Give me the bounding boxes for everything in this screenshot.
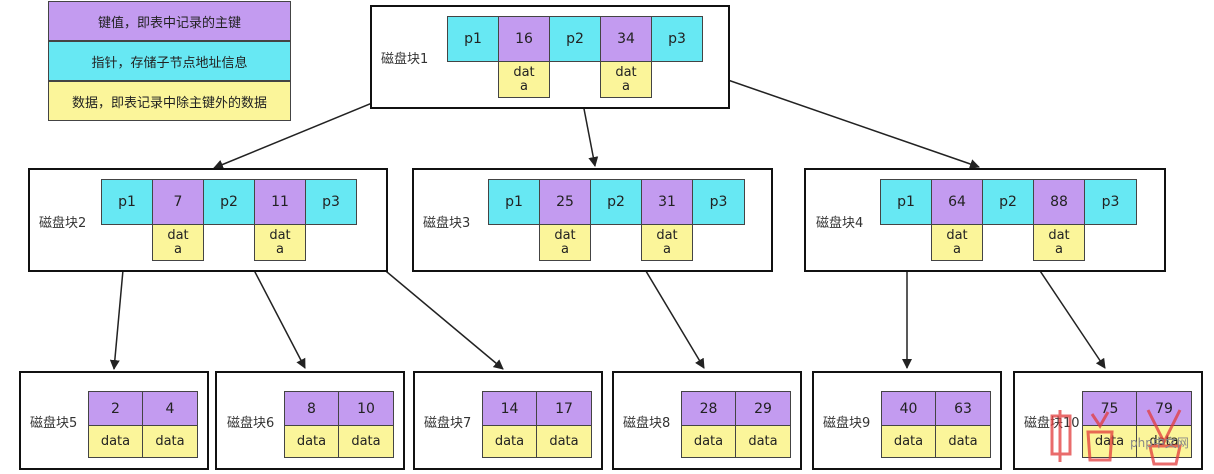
b3-data-2: dat a (641, 224, 693, 261)
b2-data-1: dat a (152, 224, 204, 261)
b4-pointer-1: p1 (880, 179, 932, 225)
b5-data-2: data (142, 425, 198, 458)
b7-data-1: data (482, 425, 537, 458)
legend-pointer: 指针，存储子节点地址信息 (48, 41, 291, 81)
b6-key-1: 8 (284, 391, 339, 426)
legend-text: 数据，即表记录中除主键外的数据 (71, 95, 267, 111)
b4-data-1: dat a (931, 224, 983, 261)
b9-data-1: data (881, 425, 936, 458)
b1-pointer-2: p2 (549, 16, 601, 62)
b2-pointer-1: p1 (101, 179, 153, 225)
b8-data-1: data (681, 425, 736, 458)
b1-key-1: 16 (498, 16, 550, 62)
b9-data-2: data (935, 425, 991, 458)
disk-block-1-label: 磁盘块1 (381, 52, 429, 67)
b3-key-2: 31 (641, 179, 693, 225)
b4-data-2: dat a (1033, 224, 1085, 261)
b1-data-1: dat a (498, 61, 550, 98)
b2-key-2: 11 (254, 179, 306, 225)
disk-block-6-label: 磁盘块6 (227, 416, 275, 431)
b3-key-1: 25 (539, 179, 591, 225)
php-watermark-logo (1050, 409, 1182, 466)
disk-block-9-label: 磁盘块9 (823, 416, 871, 431)
b8-data-2: data (735, 425, 791, 458)
b1-key-2: 34 (600, 16, 652, 62)
b7-key-2: 17 (536, 391, 592, 426)
b6-key-2: 10 (338, 391, 394, 426)
b3-data-1: dat a (539, 224, 591, 261)
disk-block-4-label: 磁盘块4 (816, 216, 864, 231)
b1-data-2: dat a (600, 61, 652, 98)
b5-key-1: 2 (88, 391, 143, 426)
b2-pointer-3: p3 (305, 179, 357, 225)
legend-text: 指针，存储子节点地址信息 (91, 55, 248, 71)
disk-block-5-label: 磁盘块5 (30, 416, 78, 431)
b4-key-2: 88 (1033, 179, 1085, 225)
b3-pointer-2: p2 (590, 179, 642, 225)
legend-text: 键值，即表中记录的主键 (97, 15, 241, 31)
b5-key-2: 4 (142, 391, 198, 426)
b7-key-1: 14 (482, 391, 537, 426)
b1-pointer-3: p3 (651, 16, 703, 62)
b8-key-2: 29 (735, 391, 791, 426)
disk-block-3-label: 磁盘块3 (423, 216, 471, 231)
b2-pointer-2: p2 (203, 179, 255, 225)
b9-key-1: 40 (881, 391, 936, 426)
legend-data: 数据，即表记录中除主键外的数据 (48, 81, 291, 121)
disk-block-8-label: 磁盘块8 (623, 416, 671, 431)
b6-data-1: data (284, 425, 339, 458)
b3-pointer-3: p3 (692, 179, 745, 225)
b8-key-1: 28 (681, 391, 736, 426)
b4-pointer-2: p2 (982, 179, 1034, 225)
disk-block-2-label: 磁盘块2 (39, 216, 87, 231)
b10-key-1: 75 (1082, 391, 1137, 426)
b6-data-2: data (338, 425, 394, 458)
disk-block-7-label: 磁盘块7 (424, 416, 472, 431)
b9-key-2: 63 (935, 391, 991, 426)
b3-pointer-1: p1 (488, 179, 540, 225)
b4-pointer-3: p3 (1084, 179, 1137, 225)
b1-pointer-1: p1 (447, 16, 499, 62)
b4-key-1: 64 (931, 179, 983, 225)
b2-data-2: dat a (254, 224, 306, 261)
b7-data-2: data (536, 425, 592, 458)
legend-key: 键值，即表中记录的主键 (48, 1, 291, 41)
b5-data-1: data (88, 425, 143, 458)
watermark-text: php中文网 (1130, 436, 1189, 450)
b2-key-1: 7 (152, 179, 204, 225)
